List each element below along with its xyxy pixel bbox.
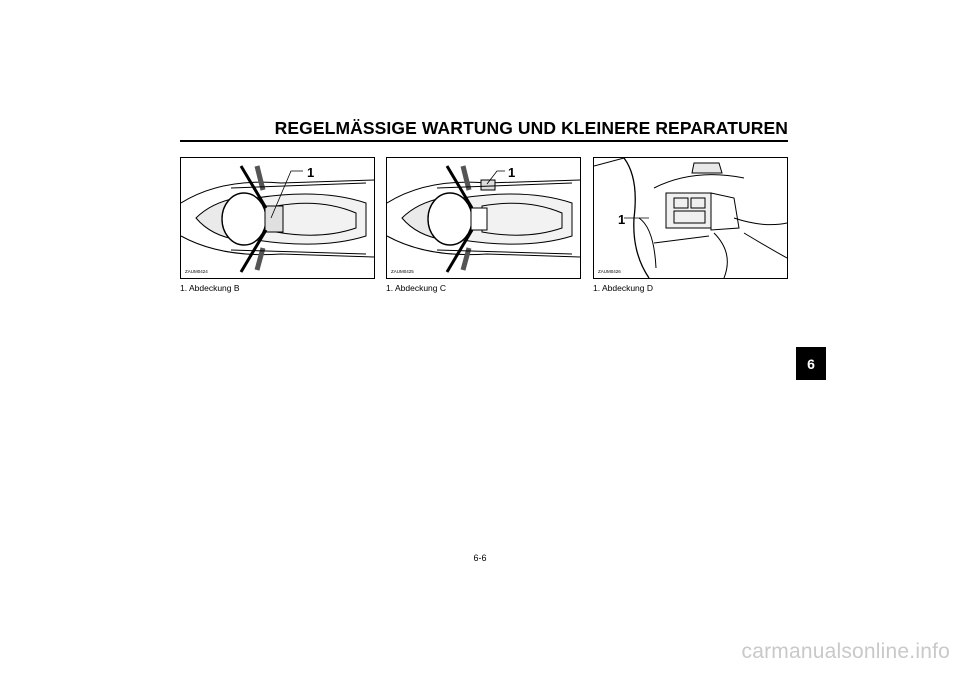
page-title: REGELMÄSSIGE WARTUNG UND KLEINERE REPARA…	[274, 118, 788, 138]
title-rule	[180, 140, 788, 142]
figure-cover-c: 1 ZAUM0425	[386, 157, 581, 279]
figure-code: ZAUM0425	[391, 269, 414, 274]
watermark: carmanualsonline.info	[741, 640, 950, 663]
scooter-top-illustration-c: 1	[387, 165, 580, 273]
figure-caption: 1. Abdeckung D	[593, 283, 654, 293]
figure-cover-b: 1 ZAUM0424	[180, 157, 375, 279]
page-number: 6-6	[473, 553, 487, 563]
callout-number: 1	[508, 165, 515, 180]
chapter-tab: 6	[796, 347, 826, 380]
figure-code: ZAUM0426	[598, 269, 621, 274]
figure-code: ZAUM0424	[185, 269, 208, 274]
figure-caption: 1. Abdeckung C	[386, 283, 447, 293]
callout-number: 1	[618, 212, 625, 227]
scooter-front-illustration-d: 1	[594, 158, 787, 278]
figure-cover-d: 1 ZAUM0426	[593, 157, 788, 279]
callout-number: 1	[307, 165, 314, 180]
figure-caption: 1. Abdeckung B	[180, 283, 240, 293]
scooter-top-illustration-b: 1	[181, 165, 374, 273]
